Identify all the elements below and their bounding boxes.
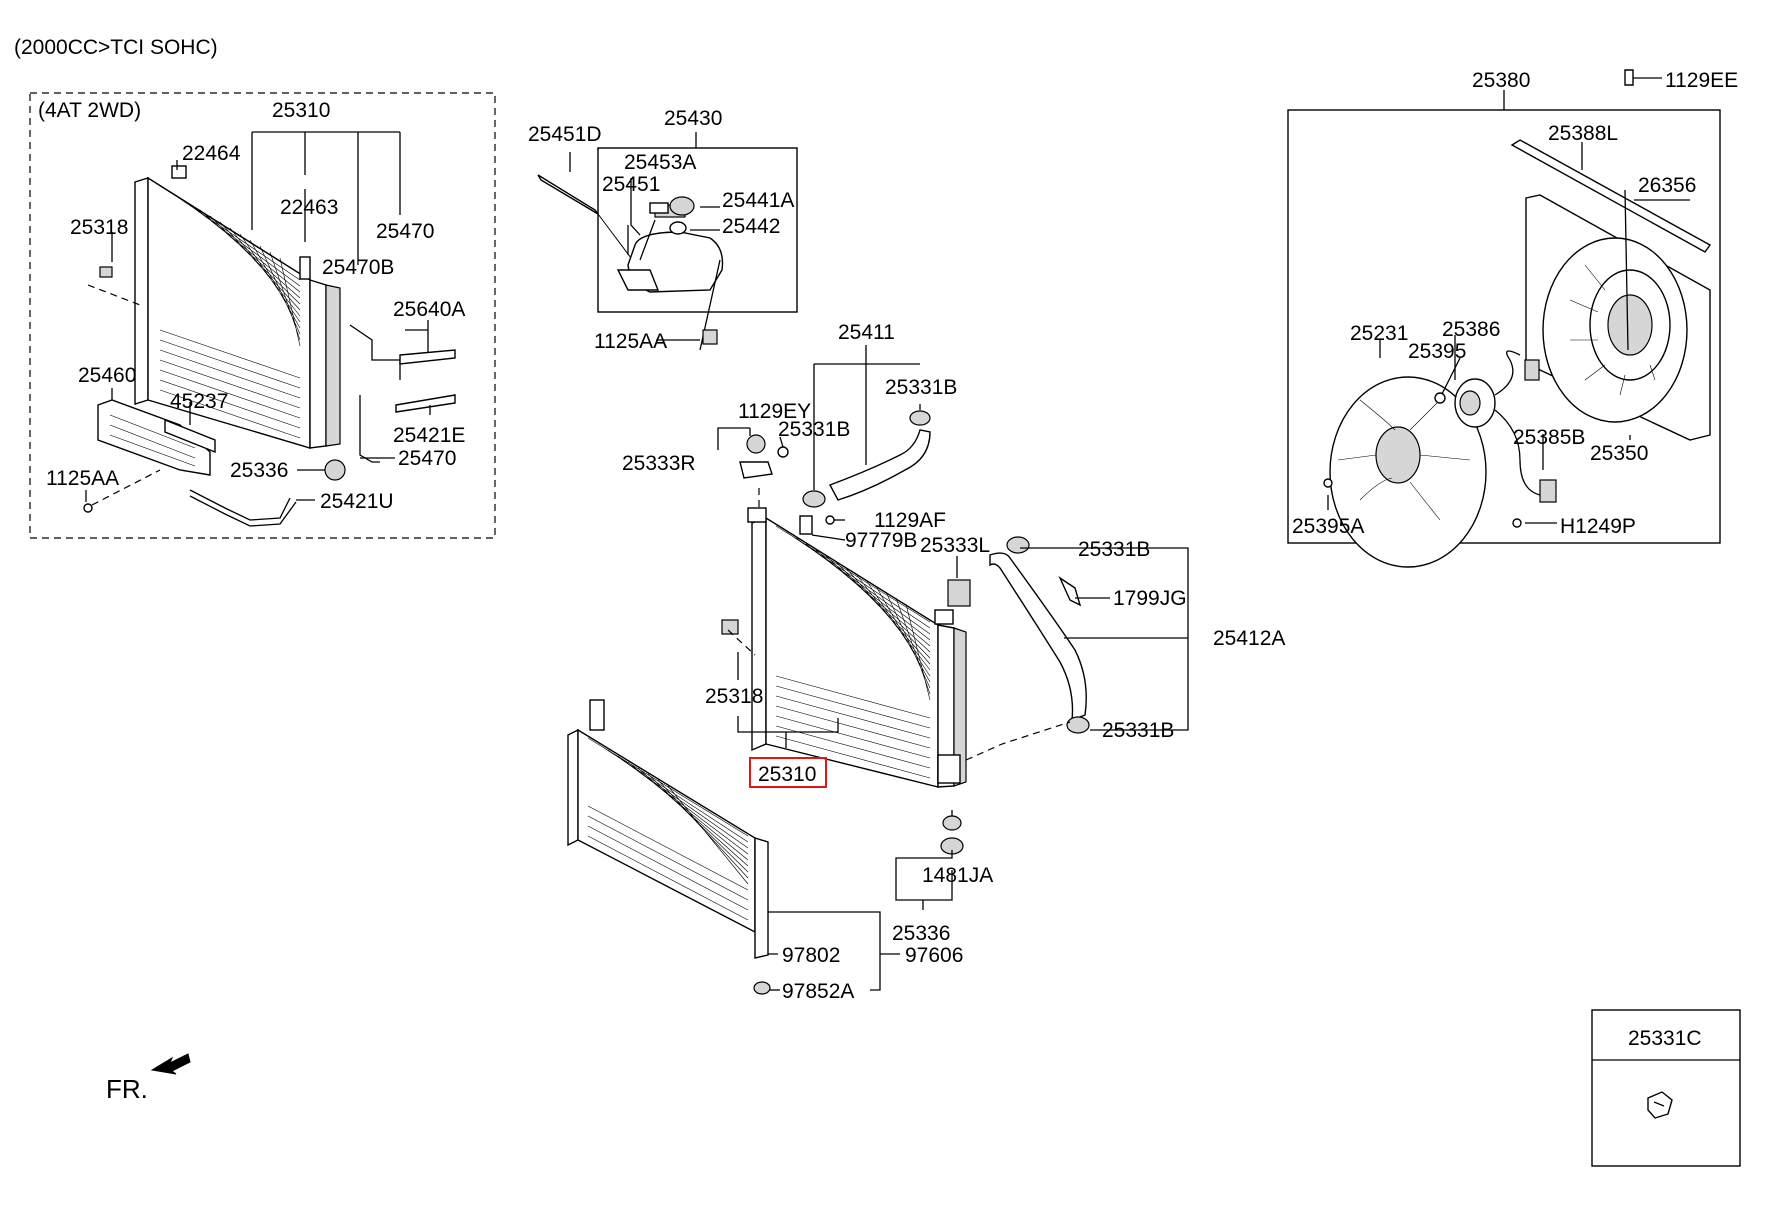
label-25350[interactable]: 25350 <box>1590 442 1648 465</box>
fan-leaders <box>1327 199 1690 524</box>
label-25640a[interactable]: 25640A <box>393 298 465 321</box>
label-97779b[interactable]: 97779B <box>845 529 917 552</box>
condenser-drawing <box>567 699 771 995</box>
label-45237[interactable]: 45237 <box>170 390 228 413</box>
front-arrow-icon <box>150 1053 191 1075</box>
label-25318-inset[interactable]: 25318 <box>70 216 128 239</box>
label-25380[interactable]: 25380 <box>1472 69 1530 92</box>
label-25318-main[interactable]: 25318 <box>705 685 763 708</box>
label-25336-inset[interactable]: 25336 <box>230 459 288 482</box>
label-25385b[interactable]: 25385B <box>1513 426 1585 449</box>
label-25310-inset[interactable]: 25310 <box>272 99 330 122</box>
label-1129ey[interactable]: 1129EY <box>738 400 811 423</box>
label-25336-main[interactable]: 25336 <box>892 922 950 945</box>
label-25386[interactable]: 25386 <box>1442 318 1500 341</box>
front-label: FR. <box>106 1074 148 1104</box>
label-97852a[interactable]: 97852A <box>782 980 854 1003</box>
reservoir-group <box>537 132 798 351</box>
main-radiator-drawing <box>721 410 1090 855</box>
label-25442[interactable]: 25442 <box>722 215 780 238</box>
label-1799jg[interactable]: 1799JG <box>1113 587 1187 610</box>
main-leaders <box>717 345 1189 991</box>
label-25333r[interactable]: 25333R <box>622 452 696 475</box>
inset-title: (4AT 2WD) <box>38 99 141 122</box>
label-25451[interactable]: 25451 <box>602 173 660 196</box>
label-25331c[interactable]: 25331C <box>1628 1027 1702 1050</box>
label-25333l[interactable]: 25333L <box>920 534 990 557</box>
label-25388l[interactable]: 25388L <box>1548 122 1618 145</box>
inset-radiator-drawing <box>83 165 456 527</box>
label-25231[interactable]: 25231 <box>1350 322 1408 345</box>
label-25421u[interactable]: 25421U <box>320 490 394 513</box>
label-25460[interactable]: 25460 <box>78 364 136 387</box>
label-22463[interactable]: 22463 <box>280 196 338 219</box>
label-25412a[interactable]: 25412A <box>1213 627 1285 650</box>
label-25310-main[interactable]: 25310 <box>758 763 816 786</box>
label-1481ja[interactable]: 1481JA <box>922 864 993 887</box>
front-direction-indicator <box>150 1053 191 1075</box>
inset-leaders <box>85 131 431 502</box>
highlight-box <box>749 757 827 788</box>
label-25411[interactable]: 25411 <box>838 321 895 344</box>
label-1125aa-reservoir[interactable]: 1125AA <box>594 330 667 353</box>
label-25470-inset-bottom[interactable]: 25470 <box>398 447 456 470</box>
label-1125aa-inset[interactable]: 1125AA <box>46 467 119 490</box>
label-25331b-top[interactable]: 25331B <box>885 376 957 399</box>
variant-title: (2000CC>TCI SOHC) <box>14 36 218 59</box>
inset-panel: (4AT 2WD) <box>29 92 496 539</box>
label-25331b-lower[interactable]: 25331B <box>1102 719 1174 742</box>
detail-box-25331c <box>1591 1009 1741 1167</box>
label-25441a[interactable]: 25441A <box>722 189 794 212</box>
label-97606[interactable]: 97606 <box>905 944 963 967</box>
label-25395a[interactable]: 25395A <box>1292 515 1364 538</box>
label-1129ee[interactable]: 1129EE <box>1665 69 1738 92</box>
label-1129af[interactable]: 1129AF <box>874 509 946 532</box>
label-25421e[interactable]: 25421E <box>393 424 465 447</box>
label-h1249p[interactable]: H1249P <box>1560 515 1636 538</box>
label-25331b-right[interactable]: 25331B <box>1078 538 1150 561</box>
label-25451d[interactable]: 25451D <box>528 123 602 146</box>
label-25470-inset-top[interactable]: 25470 <box>376 220 434 243</box>
label-25331b-upper[interactable]: 25331B <box>778 418 850 441</box>
label-25430[interactable]: 25430 <box>664 107 722 130</box>
label-25395[interactable]: 25395 <box>1408 340 1466 363</box>
label-26356[interactable]: 26356 <box>1638 174 1696 197</box>
label-97802[interactable]: 97802 <box>782 944 840 967</box>
label-22464[interactable]: 22464 <box>182 142 241 165</box>
label-25453a[interactable]: 25453A <box>624 151 696 174</box>
fan-group <box>1287 69 1721 568</box>
label-25470b[interactable]: 25470B <box>322 256 394 279</box>
